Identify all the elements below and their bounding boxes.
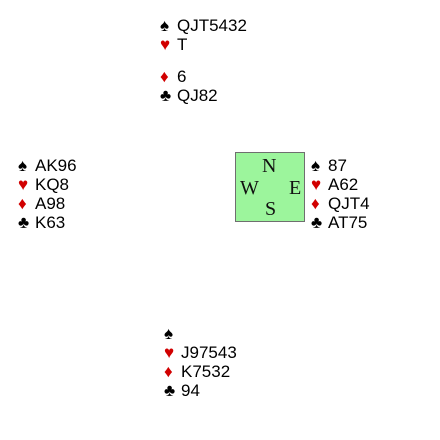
west-diamonds: ♦ A98: [18, 194, 77, 213]
east-hearts: ♥ A62: [311, 175, 370, 194]
east-hand: ♠ 87 ♥ A62 ♦ QJT4 ♣ AT75: [311, 156, 370, 232]
compass-north-label: N: [262, 155, 277, 177]
heart-icon: ♥: [160, 35, 171, 54]
north-clubs-cards: QJ82: [177, 86, 218, 105]
club-icon: ♣: [311, 213, 323, 232]
heart-icon: ♥: [18, 175, 29, 194]
south-hearts-cards: J97543: [181, 343, 237, 362]
west-diamonds-cards: A98: [35, 194, 66, 213]
west-clubs-cards: K63: [35, 213, 66, 232]
diamond-icon: ♦: [160, 67, 169, 86]
club-icon: ♣: [160, 86, 172, 105]
south-clubs: ♣ 94: [164, 381, 237, 400]
south-hand: ♠ ♥ J97543 ♦ K7532 ♣ 94: [164, 324, 237, 400]
west-clubs: ♣ K63: [18, 213, 77, 232]
east-clubs-cards: AT75: [328, 213, 368, 232]
north-hearts-cards: T: [177, 35, 188, 54]
east-hearts-cards: A62: [328, 175, 359, 194]
east-diamonds: ♦ QJT4: [311, 194, 370, 213]
club-icon: ♣: [164, 381, 176, 400]
north-clubs: ♣ QJ82: [160, 86, 247, 105]
east-spades-cards: 87: [328, 156, 347, 175]
west-spades-cards: AK96: [35, 156, 77, 175]
spade-icon: ♠: [311, 156, 321, 175]
south-diamonds: ♦ K7532: [164, 362, 237, 381]
diamond-icon: ♦: [18, 194, 27, 213]
north-hand: ♠QJT5432 ♥T ♦6 ♣QJ82: [160, 16, 247, 105]
compass-box: N W E S: [235, 152, 305, 222]
east-spades: ♠ 87: [311, 156, 370, 175]
east-diamonds-cards: QJT4: [328, 194, 370, 213]
north-diamonds: ♦6: [160, 67, 247, 86]
west-spades: ♠ AK96: [18, 156, 77, 175]
compass-south-label: S: [265, 198, 277, 220]
north-hearts: ♥T: [160, 35, 247, 54]
north-spades-cards: QJT5432: [177, 16, 247, 35]
west-hearts-cards: KQ8: [35, 175, 70, 194]
diamond-icon: ♦: [164, 362, 173, 381]
north-diamonds-cards: 6: [177, 67, 187, 86]
south-diamonds-cards: K7532: [181, 362, 231, 381]
west-hearts: ♥ KQ8: [18, 175, 77, 194]
compass-west-label: W: [240, 177, 259, 199]
east-clubs: ♣ AT75: [311, 213, 370, 232]
compass-east-label: E: [289, 177, 302, 199]
spade-icon: ♠: [164, 324, 174, 343]
south-spades: ♠: [164, 324, 237, 343]
spade-icon: ♠: [18, 156, 28, 175]
west-hand: ♠ AK96 ♥ KQ8 ♦ A98 ♣ K63: [18, 156, 77, 232]
heart-icon: ♥: [164, 343, 175, 362]
heart-icon: ♥: [311, 175, 322, 194]
spade-icon: ♠: [160, 16, 170, 35]
club-icon: ♣: [18, 213, 30, 232]
south-hearts: ♥ J97543: [164, 343, 237, 362]
north-spades: ♠ QJT5432: [160, 16, 247, 35]
diamond-icon: ♦: [311, 194, 320, 213]
south-clubs-cards: 94: [181, 381, 200, 400]
